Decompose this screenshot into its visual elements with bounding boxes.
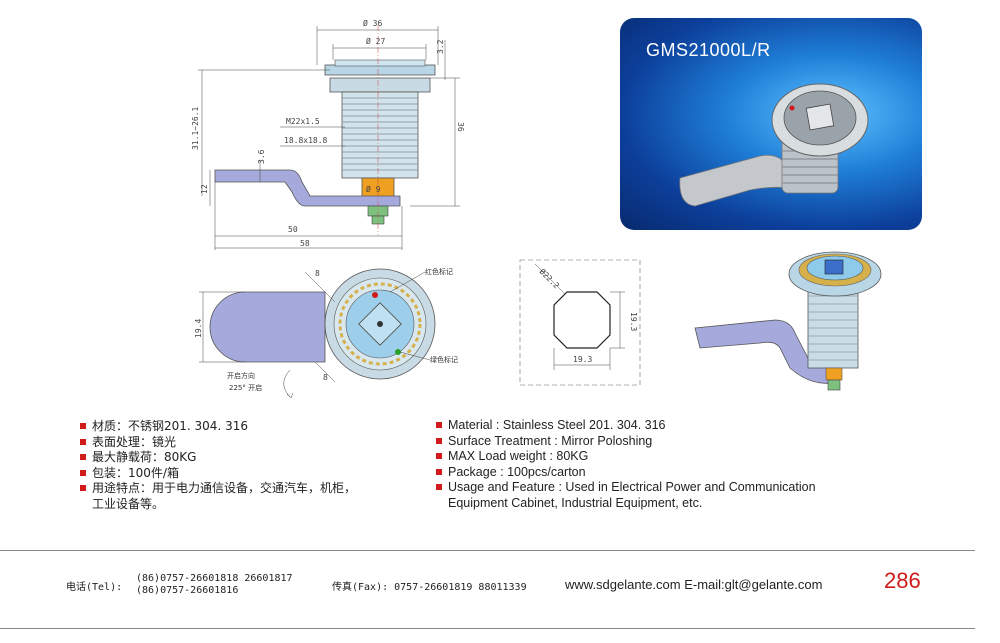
bullet-icon (80, 423, 86, 429)
bullet-icon (80, 469, 86, 476)
bullet-icon (436, 437, 442, 444)
dim-36: 36 (456, 122, 465, 132)
spec-list-chinese: 材质：不锈钢201. 304. 316 表面处理：镜光 最大静载荷：80KG 包… (80, 419, 356, 512)
bullet-icon (436, 468, 442, 475)
spec-usage-en-cont: Equipment Cabinet, Industrial Equipment,… (448, 495, 703, 510)
spec-load-en: MAX Load weight : 80KG (436, 449, 816, 465)
bullet-icon (436, 453, 442, 459)
product-photo-panel: GMS21000L/R (620, 18, 922, 230)
dim-8b: 8 (323, 373, 328, 382)
bullet-icon (436, 422, 442, 428)
product-model-title: GMS21000L/R (646, 40, 771, 60)
dim-3-2: 3.2 (436, 39, 445, 54)
green-mark-label: 绿色标记 (430, 355, 458, 364)
bullet-icon (80, 485, 86, 491)
dim-12: 12 (200, 184, 209, 194)
tel-label: 电话(Tel): (66, 582, 123, 593)
bullet-icon (436, 484, 442, 490)
dim-58: 58 (300, 239, 310, 248)
dim-m22: M22x1.5 (286, 117, 320, 126)
bottom-divider (0, 628, 975, 629)
lock-3d-render (694, 251, 882, 391)
dim-19-4: 19.4 (194, 319, 203, 338)
product-photo (679, 83, 869, 207)
spec-material-cn: 材质：不锈钢201. 304. 316 (80, 419, 356, 435)
website-email[interactable]: www.sdgelante.com E-mail:glt@gelante.com (565, 577, 823, 592)
bullet-icon (80, 438, 86, 445)
dim-8a: 8 (315, 269, 320, 278)
dim-d27: Ø 27 (366, 36, 385, 46)
spec-package-en: Package : 100pcs/carton (436, 465, 816, 481)
red-mark-label: 红色标记 (425, 267, 453, 276)
tel-numbers-1: (86)0757-26601818 26601817 (136, 573, 293, 584)
dim-19-3a: 19.3 (629, 312, 638, 331)
spec-package-cn: 包装：100件/箱 (80, 466, 356, 482)
open-angle-label: 225° 开启 (229, 383, 262, 392)
dim-d9: Ø 9 (366, 184, 381, 194)
dim-3-6: 3.6 (257, 149, 266, 164)
top-view-drawing: 19.4 8 8 红色标记 绿色标记 开启方向 225° 开启 (194, 267, 458, 399)
dim-18x18: 18.8x18.8 (284, 136, 328, 145)
dim-50: 50 (288, 225, 298, 234)
spec-usage-en: Usage and Feature : Used in Electrical P… (436, 480, 816, 496)
spec-usage-cn: 用途特点：用于电力通信设备，交通汽车，机柜， (80, 481, 356, 497)
spec-usage-cn-cont: 工业设备等。 (92, 496, 165, 511)
tel-numbers-2: (86)0757-26601816 (136, 585, 239, 596)
dim-31-26: 31.1~26.1 (191, 106, 200, 150)
fax-info: 传真(Fax): 0757-26601819 88011339 (332, 582, 527, 593)
side-view-drawing: Ø 36 Ø 27 3.2 31.1~26.1 36 M22x1.5 18.8x… (191, 18, 465, 250)
cutout-drawing: Ø22.2 19.3 19.3 (519, 259, 641, 386)
spec-surface-en: Surface Treatment : Mirror Poloshing (436, 434, 816, 450)
bullet-icon (80, 454, 86, 460)
dim-d36: Ø 36 (363, 18, 382, 28)
open-direction-label: 开启方向 (227, 371, 255, 380)
spec-load-cn: 最大静载荷：80KG (80, 450, 356, 466)
footer-divider (0, 550, 975, 551)
dim-19-3b: 19.3 (573, 355, 592, 364)
spec-material-en: Material : Stainless Steel 201. 304. 316 (436, 418, 816, 434)
spec-surface-cn: 表面处理：镜光 (80, 435, 356, 451)
page-number: 286 (884, 568, 921, 593)
spec-list-english: Material : Stainless Steel 201. 304. 316… (436, 418, 816, 511)
